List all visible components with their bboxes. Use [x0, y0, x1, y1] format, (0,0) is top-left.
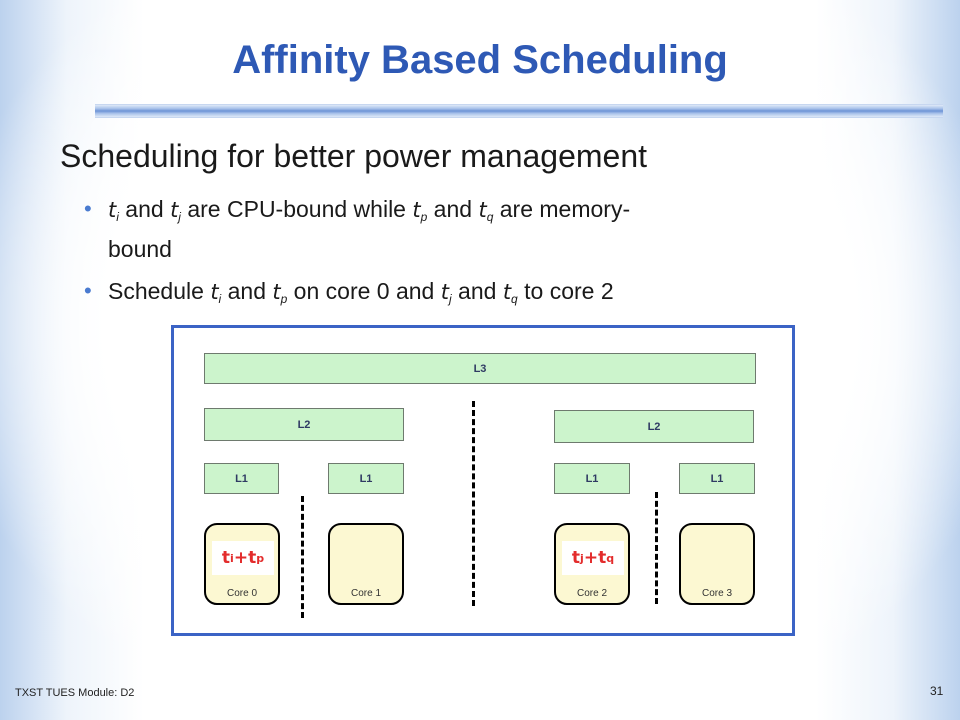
bullet-item-2: • Schedule ti and tp on core 0 and tj an…: [84, 275, 868, 315]
task-subscript: p: [256, 551, 265, 565]
core-label: Core 0: [226, 588, 257, 599]
l1-cache-core3: L1: [679, 463, 755, 494]
task-var: t: [272, 280, 281, 304]
task-var: t: [170, 198, 179, 222]
bullet-text: are CPU-bound while: [180, 196, 413, 222]
task-subscript: p: [420, 210, 428, 224]
slide-title: Affinity Based Scheduling: [232, 38, 728, 82]
bullet-text: on core 0 and: [287, 278, 441, 304]
l2-cache-left: L2: [204, 408, 404, 441]
bullet-text: and: [427, 196, 479, 222]
plus-operator: +: [583, 548, 599, 568]
plus-operator: +: [233, 548, 249, 568]
task-subscript: j: [448, 292, 452, 306]
bullet-dot-icon: •: [84, 278, 92, 303]
task-subscript: q: [486, 210, 494, 224]
bullet-text: are memory-: [493, 196, 631, 222]
bullet-text: Schedule: [108, 278, 211, 304]
bullet-item-1: • ti and tj are CPU-bound while tp and t…: [84, 193, 868, 265]
core-label: Core 2: [576, 588, 607, 599]
page-number: 31: [930, 684, 944, 698]
task-var: t: [598, 548, 607, 568]
l1-cache-core0: L1: [204, 463, 279, 494]
task-subscript: q: [511, 292, 518, 306]
core-3: Core 3: [679, 523, 755, 605]
task-subscript: j: [178, 210, 181, 224]
task-var: t: [571, 548, 581, 568]
task-var: t: [412, 198, 421, 222]
task-var: t: [502, 280, 512, 304]
task-subscript: i: [230, 551, 234, 565]
task-subscript: j: [580, 551, 584, 565]
separator-left-dashed-line: [301, 496, 304, 618]
core-label: Core 1: [350, 588, 381, 599]
title-divider: [95, 104, 943, 118]
task-subscript: i: [116, 210, 119, 224]
task-var: t: [210, 280, 219, 304]
separator-center-dashed-line: [472, 401, 475, 606]
task-var: t: [108, 198, 117, 222]
bullet-text: and: [118, 196, 171, 222]
bullet-text: bound: [108, 236, 172, 262]
l1-cache-core1: L1: [328, 463, 404, 494]
slide-heading: Scheduling for better power management: [60, 138, 648, 174]
bullet-text: and: [451, 278, 503, 304]
footer-text: TXST TUES Module: D2: [15, 687, 135, 699]
task-subscript: i: [218, 292, 222, 306]
task-var: t: [478, 198, 487, 222]
bullet-text: to core 2: [517, 278, 614, 304]
task-var: t: [440, 280, 449, 304]
core-1: Core 1: [328, 523, 404, 605]
task-subscript: q: [606, 551, 615, 565]
task-var: t: [248, 548, 257, 568]
separator-right-dashed-line: [655, 492, 658, 604]
l2-cache-right: L2: [554, 410, 754, 443]
l1-cache-core2: L1: [554, 463, 630, 494]
bullet-dot-icon: •: [84, 196, 92, 221]
task-subscript: p: [280, 292, 288, 306]
bullet-text: and: [221, 278, 273, 304]
core-label: Core 3: [701, 588, 732, 599]
task-var: t: [221, 548, 231, 568]
l3-cache: L3: [204, 353, 756, 384]
